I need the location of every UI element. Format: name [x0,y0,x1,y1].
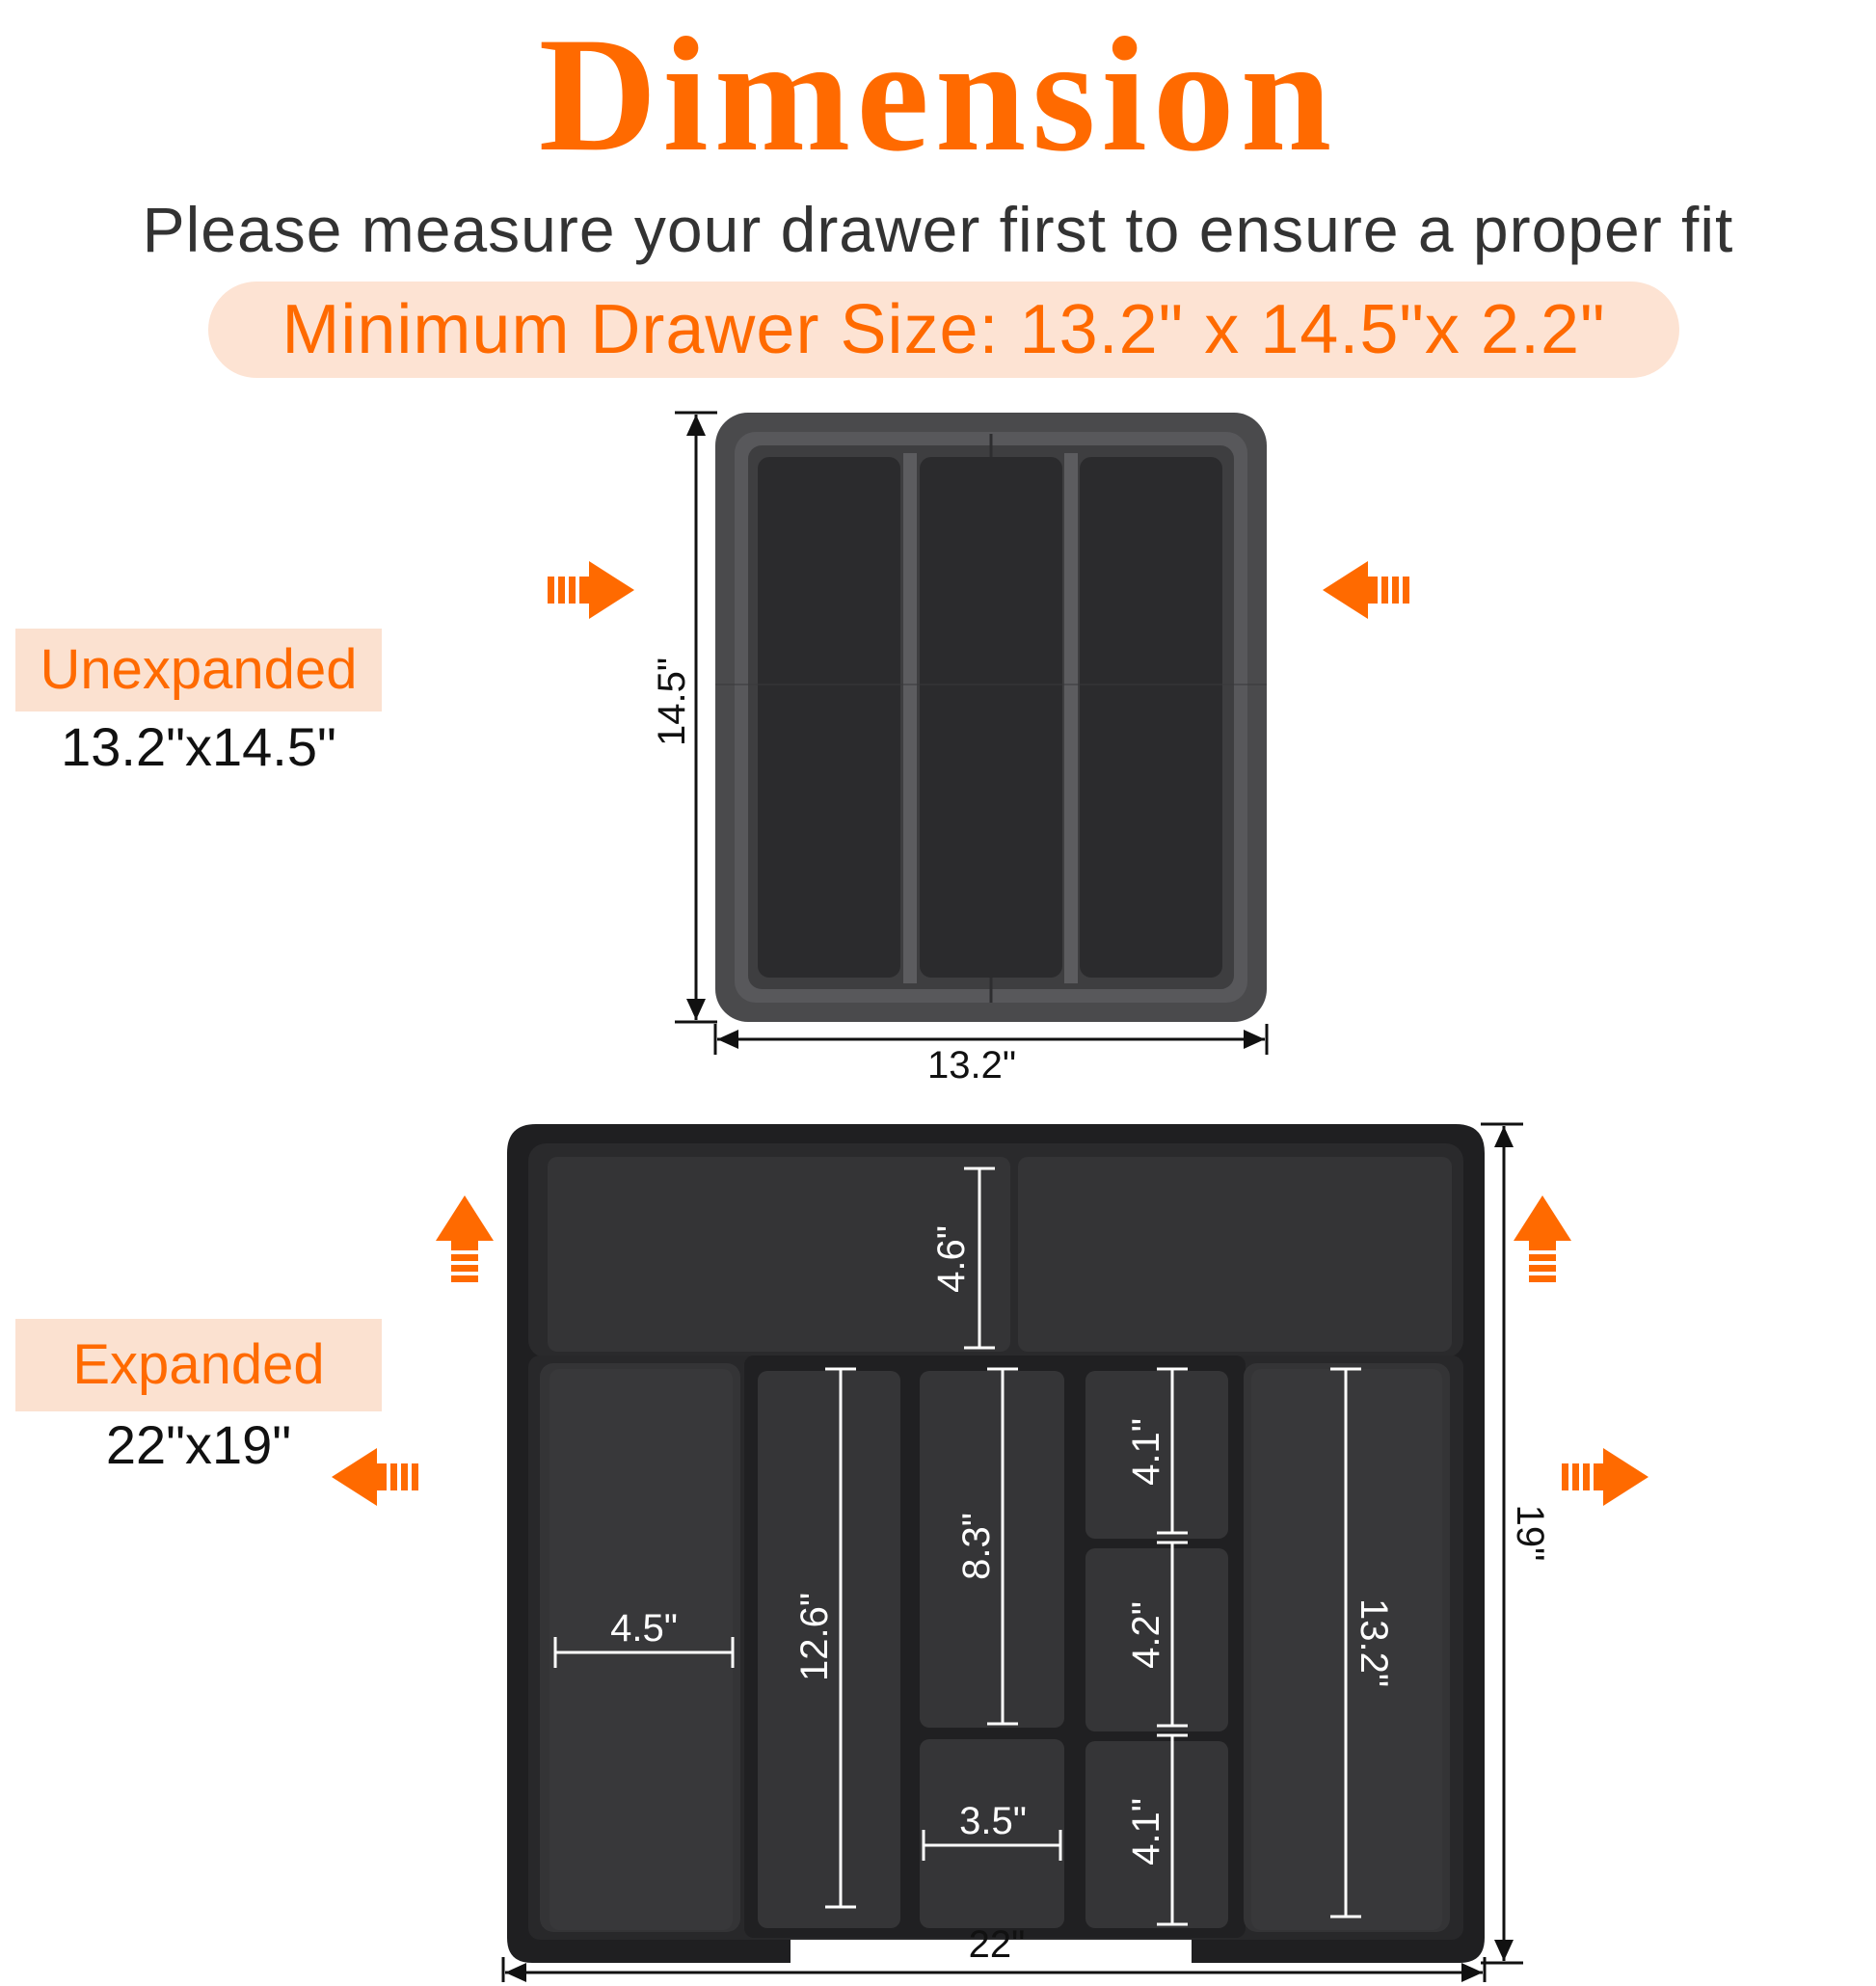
unexpanded-height-dimension [675,411,717,1024]
small-slot-bottom-label: 4.1" [1125,1798,1167,1865]
expanded-width-label: 22" [969,1923,1026,1966]
unexpanded-width-dimension [713,1024,1269,1055]
left-compartment-width-label: 4.5" [610,1607,678,1650]
arrow-left-icon [332,1448,418,1506]
expanded-size: 22"x19" [105,1414,292,1475]
min-drawer-size-badge: Minimum Drawer Size: 13.2" x 14.5"x 2.2" [208,282,1679,378]
page-title: Dimension [538,4,1338,185]
arrow-up-icon [1514,1195,1571,1282]
unexpanded-height-label: 14.5" [651,658,693,746]
unexpanded-size: 13.2"x14.5" [61,716,336,777]
expanded-width-dimension [501,1957,1487,1982]
top-compartment-label: 4.6" [930,1225,973,1293]
arrow-up-icon [436,1195,494,1282]
unexpanded-label: Unexpanded [15,629,382,711]
unexpanded-width-label: 13.2" [927,1044,1016,1087]
arrow-left-icon [1323,561,1409,619]
expanded-height-label: 19" [1509,1505,1551,1562]
expanded-tray [507,1124,1485,1963]
long-slot-label: 12.6" [793,1593,836,1681]
arrow-right-icon [548,561,634,619]
expanded-height-dimension [1481,1122,1523,1965]
small-slot-top-label: 4.1" [1125,1418,1167,1486]
expanded-label: Expanded [15,1319,382,1411]
compartment-dimension-lines [553,1167,1361,1926]
right-long-slot-label: 13.2" [1353,1598,1395,1687]
arrow-right-icon [1562,1448,1648,1506]
small-slot-mid-label: 4.2" [1125,1601,1167,1669]
unexpanded-tray [715,413,1267,1022]
middle-small-slot-label: 3.5" [959,1800,1027,1842]
page-subtitle: Please measure your drawer first to ensu… [142,194,1734,265]
middle-long-slot-label: 8.3" [955,1513,998,1580]
